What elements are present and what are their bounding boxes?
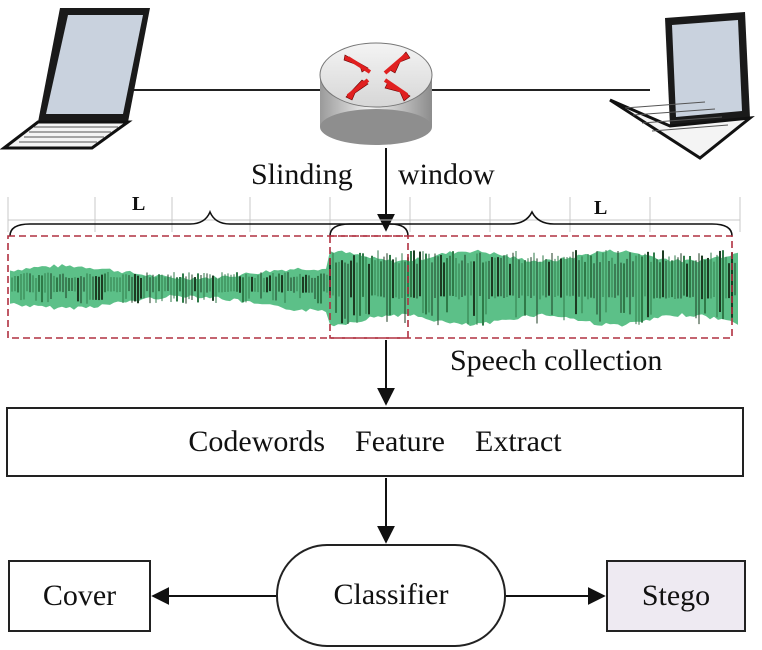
router-icon — [319, 42, 433, 145]
speech-waveform — [10, 249, 738, 327]
feature-word-extract: Extract — [475, 425, 562, 458]
stego-box: Stego — [606, 560, 746, 632]
feature-extract-box: Codewords Feature Extract — [6, 407, 744, 477]
right-window-frame — [329, 235, 733, 339]
window-label-left: Slinding — [251, 158, 353, 191]
classifier-label: Classifier — [333, 578, 449, 611]
time-ruler — [7, 197, 741, 232]
speech-caption: Speech collection — [450, 344, 663, 377]
laptop-icon — [0, 8, 150, 150]
waveform-envelope — [10, 249, 738, 327]
feature-word-codewords: Codewords — [188, 425, 326, 458]
stego-label: Stego — [641, 579, 711, 612]
laptop-icon — [609, 12, 755, 160]
right-window-brace — [329, 210, 733, 237]
cover-label: Cover — [42, 579, 117, 612]
cover-box: Cover — [8, 560, 151, 632]
segment-right-label: L — [594, 197, 608, 219]
left-window-frame — [7, 235, 409, 339]
classifier-shape — [276, 544, 506, 647]
window-label-right: window — [398, 158, 495, 191]
feature-word-feature: Feature — [355, 425, 445, 458]
segment-left-label: L — [132, 193, 146, 215]
